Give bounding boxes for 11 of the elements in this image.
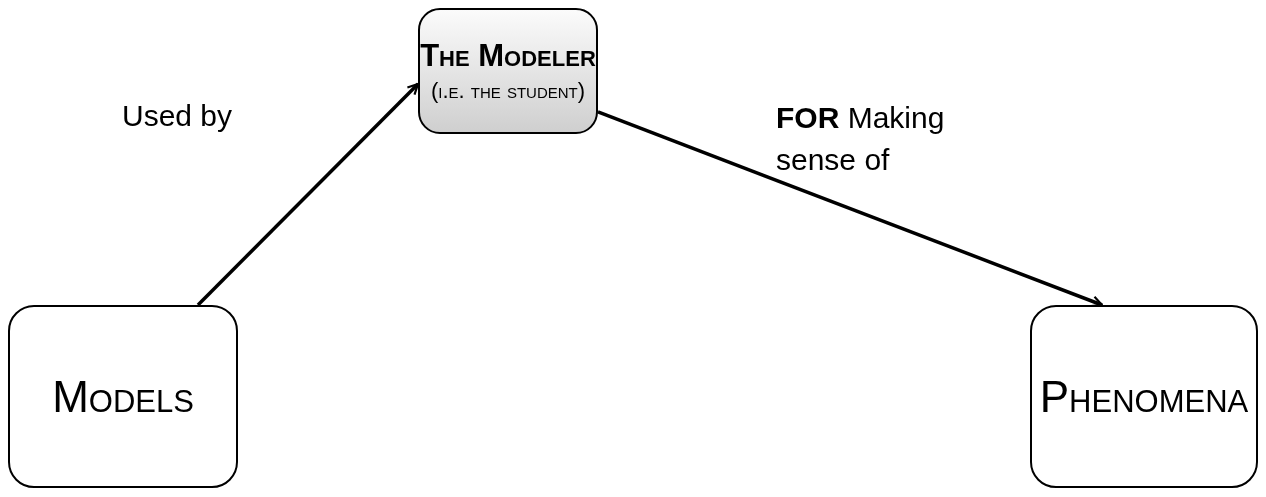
node-subtitle: (i.e. the student): [430, 78, 586, 104]
arrow: [196, 82, 420, 307]
edge-label: Used by: [122, 98, 234, 134]
node-title: Models: [52, 371, 194, 422]
rounded-box: [8, 305, 238, 488]
node-title: The Modeler: [420, 38, 596, 74]
arrow: [597, 110, 1104, 308]
edge-label: FOR Making sense of: [776, 100, 946, 178]
rounded-box: [418, 8, 598, 134]
rounded-box: [1030, 305, 1258, 488]
node-title: Phenomena: [1039, 371, 1249, 422]
